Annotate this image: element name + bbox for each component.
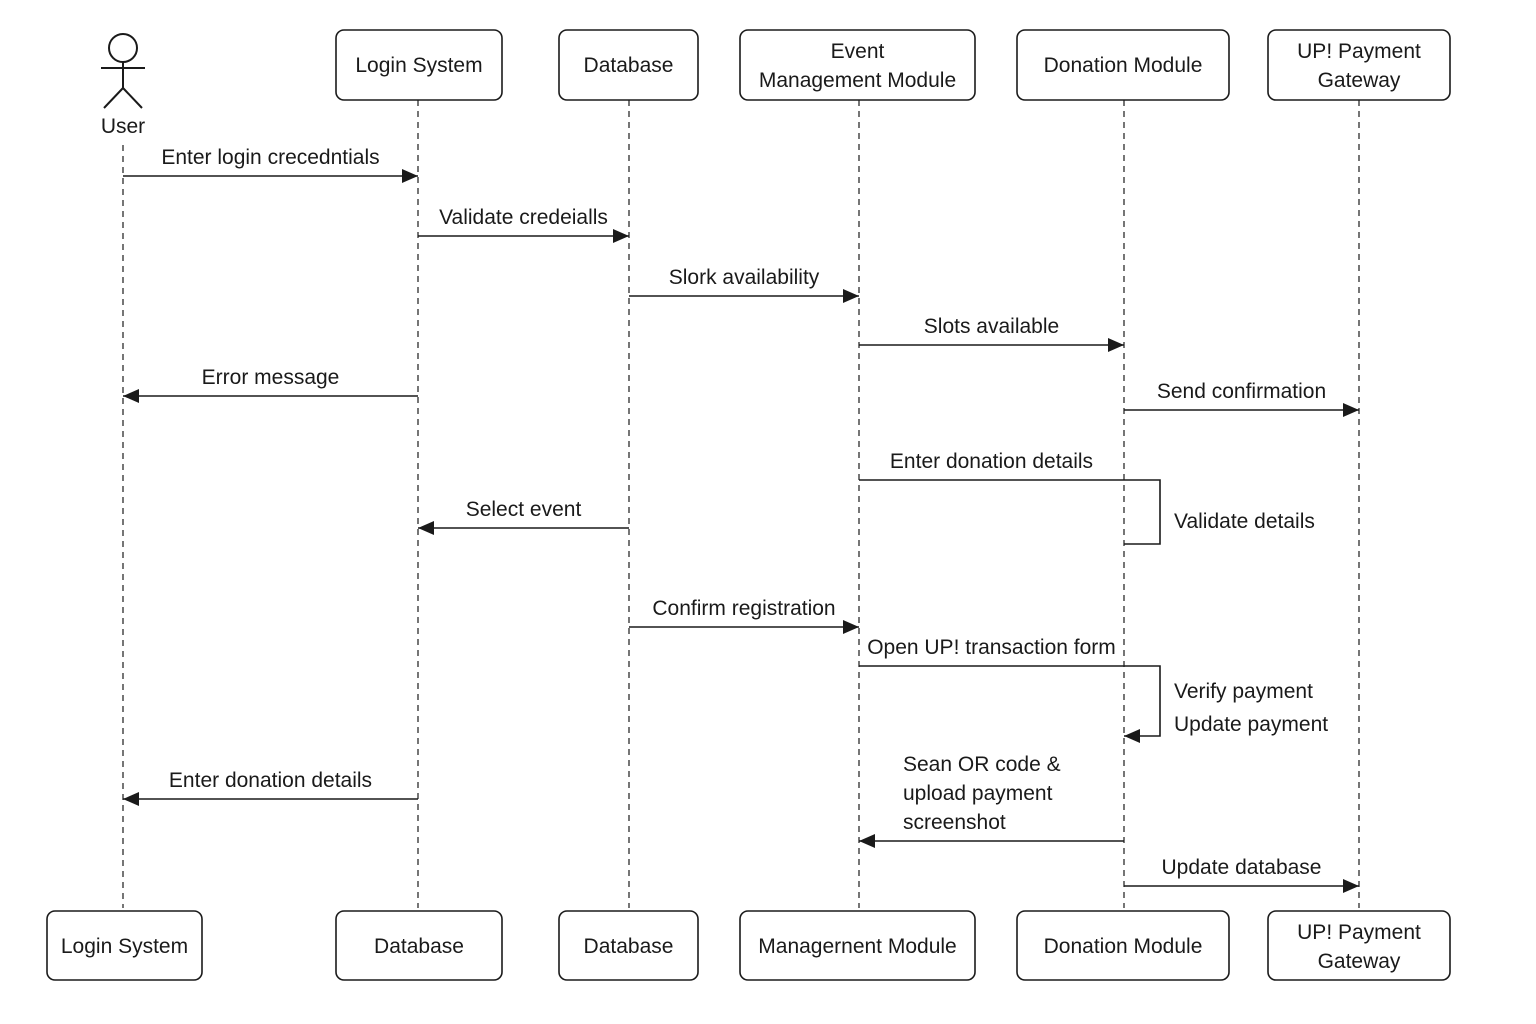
participant-label: UP! Payment: [1297, 40, 1421, 63]
participant-label: Donation Module: [1044, 54, 1203, 77]
participant-label-bottom: Database: [584, 935, 674, 958]
self-loop-label: Update payment: [1174, 713, 1328, 736]
user-actor: User: [101, 33, 145, 138]
arrow-head: [613, 229, 629, 243]
message-label: Enter login crecedntials: [161, 146, 379, 169]
participant-label-bottom: Login System: [61, 935, 188, 958]
participant-label: Login System: [355, 54, 482, 77]
message-label: Open UP! transaction form: [867, 636, 1116, 659]
arrow-head: [418, 521, 434, 535]
arrow-head: [1108, 338, 1124, 352]
self-loop: [1124, 479, 1161, 545]
message-label: Error message: [202, 366, 340, 389]
participant-box-bottom: [1267, 910, 1451, 981]
participant-box: [335, 29, 503, 101]
actor-leg-left: [103, 87, 124, 109]
arrow-head: [859, 834, 875, 848]
participant-label-bottom: Gateway: [1318, 950, 1401, 973]
participant-label-bottom: Managernent Module: [758, 935, 956, 958]
message-label: Send confirmation: [1157, 380, 1326, 403]
arrow-head: [1343, 403, 1359, 417]
message-label: Validate credeialls: [439, 206, 608, 229]
participant-box: [1016, 29, 1230, 101]
bottom-participants: Login System Database Database Managernent …: [46, 910, 1451, 981]
message-label: Update database: [1162, 856, 1322, 879]
actor-leg-right: [122, 87, 143, 109]
participant-box-bottom: [739, 910, 976, 981]
arrow-head: [1124, 729, 1140, 743]
participant-label: Gateway: [1318, 69, 1401, 92]
message-label: Slork availability: [669, 266, 820, 289]
message-label: Enter donation details: [169, 769, 372, 792]
message-label: Enter donation details: [890, 450, 1093, 473]
participant-box: [739, 29, 976, 101]
message-label: Slots available: [924, 315, 1059, 338]
participant-box-bottom: [335, 910, 503, 981]
arrow-head: [123, 792, 139, 806]
arrow-head: [402, 169, 418, 183]
message-label: upload payment: [903, 782, 1053, 805]
actor-label: User: [101, 115, 145, 138]
participant-label-bottom: UP! Payment: [1297, 921, 1421, 944]
participant-box-bottom: [1016, 910, 1230, 981]
self-loop: [1124, 665, 1161, 737]
participant-box-bottom: [46, 910, 203, 981]
participant-label: Management Module: [759, 69, 956, 92]
message-label: screenshot: [903, 811, 1006, 834]
participant-label: Event: [831, 40, 885, 63]
participant-box: [558, 29, 699, 101]
participant-label-bottom: Database: [374, 935, 464, 958]
lifelines: [122, 100, 1360, 908]
arrow-head: [843, 289, 859, 303]
actor-head: [108, 33, 138, 63]
arrow-head: [843, 620, 859, 634]
message-label: Select event: [466, 498, 582, 521]
participant-box: [1267, 29, 1451, 101]
self-loop-label: Verify payment: [1174, 680, 1313, 703]
message-label: Confirm registration: [652, 597, 835, 620]
message-label: Sean OR code &: [903, 753, 1061, 776]
arrow-head: [123, 389, 139, 403]
arrow-head: [1343, 879, 1359, 893]
participant-box-bottom: [558, 910, 699, 981]
participant-label: Database: [584, 54, 674, 77]
self-loop-label: Validate details: [1174, 510, 1315, 533]
participant-label-bottom: Donation Module: [1044, 935, 1203, 958]
